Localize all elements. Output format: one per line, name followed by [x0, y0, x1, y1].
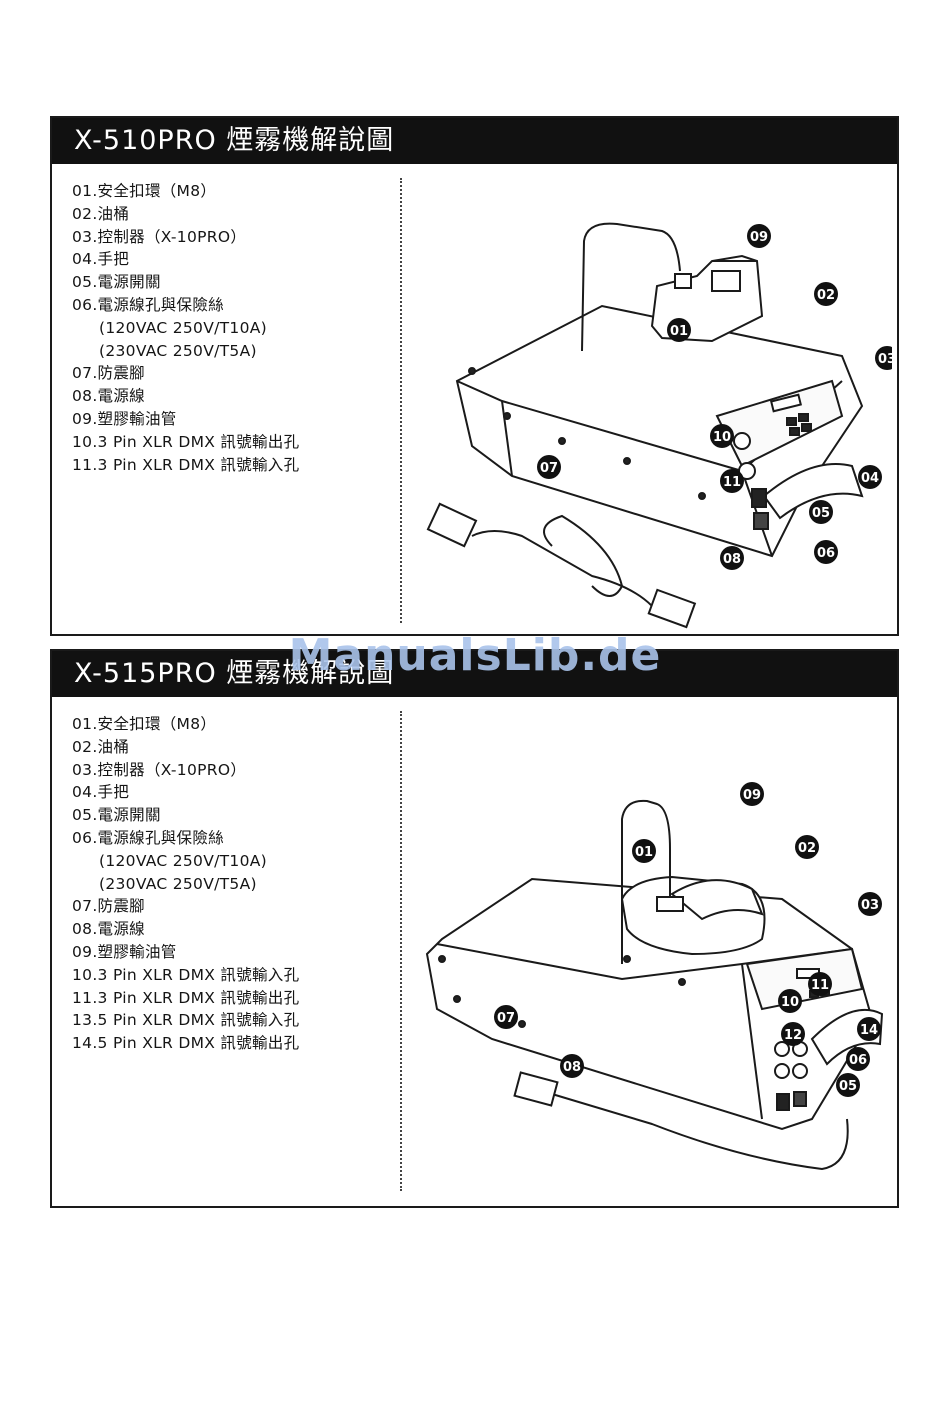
callout-label: 14: [860, 1023, 878, 1038]
callout-label: 09: [750, 230, 768, 245]
callout-label: 10: [781, 995, 799, 1010]
part-item: 08.電源線: [72, 920, 145, 939]
part-subitem: (230VAC 250V/T5A): [99, 874, 257, 893]
part-item: 08.電源線: [72, 387, 145, 406]
callout-label: 04: [861, 471, 879, 486]
part-item: 13.5 Pin XLR DMX 訊號輸入孔: [72, 1011, 300, 1030]
callout-label: 05: [839, 1079, 857, 1094]
callout-label: 12: [784, 1028, 802, 1043]
callout-label: 11: [811, 978, 829, 993]
callout-label: 10: [713, 430, 731, 445]
part-item: 03.控制器（X-10PRO）: [72, 227, 247, 246]
callout-label: 08: [723, 552, 741, 567]
part-item: 01.安全扣環（M8）: [72, 715, 217, 733]
callout-label: 06: [849, 1053, 867, 1068]
panel-title: X-515PRO 煙霧機解說圖: [52, 651, 897, 697]
part-subitem: (230VAC 250V/T5A): [99, 341, 257, 360]
dotted-divider: [400, 711, 402, 1191]
part-item: 09.塑膠輸油管: [72, 942, 177, 961]
callout-label: 08: [563, 1060, 581, 1075]
part-item: 02.油桶: [72, 204, 130, 223]
part-item: 06.電源線孔與保險絲: [72, 295, 224, 314]
callout-label: 01: [635, 845, 653, 860]
part-item: 04.手把: [72, 783, 130, 802]
watermark: ManualsLib.de: [288, 630, 662, 681]
part-item: 03.控制器（X-10PRO）: [72, 760, 247, 779]
callout-label: 06: [817, 546, 835, 561]
part-item: 11.3 Pin XLR DMX 訊號輸出孔: [72, 988, 300, 1007]
part-item: 02.油桶: [72, 737, 130, 756]
callout-label: 11: [723, 475, 741, 490]
part-item: 07.防震腳: [72, 897, 145, 916]
callout-label: 09: [743, 788, 761, 803]
callout-label: 02: [817, 288, 835, 303]
callout-label: 07: [540, 461, 558, 476]
panel-x510pro: X-510PRO 煙霧機解說圖 01.安全扣環（M8） 02.油桶 03.控制器…: [50, 116, 899, 636]
part-item: 07.防震腳: [72, 364, 145, 383]
callout-label: 03: [878, 352, 892, 367]
part-subitem: (120VAC 250V/T10A): [99, 318, 267, 337]
panel-x515pro: X-515PRO 煙霧機解說圖 01.安全扣環（M8） 02.油桶 03.控制器…: [50, 649, 899, 1208]
callout-label: 02: [798, 841, 816, 856]
fog-machine-diagram: 09 02 01 03 10 11 04 07 05 06 08: [426, 222, 892, 629]
parts-list: 01.安全扣環（M8） 02.油桶 03.控制器（X-10PRO） 04.手把 …: [72, 180, 299, 476]
part-item: 05.電源開關: [72, 806, 161, 825]
panel-title: X-510PRO 煙霧機解說圖: [52, 118, 897, 164]
part-subitem: (120VAC 250V/T10A): [99, 851, 267, 870]
part-item: 04.手把: [72, 250, 130, 269]
part-item: 09.塑膠輸油管: [72, 409, 177, 428]
fog-machine-diagram: 09 01 02 03 11 10 12 14 04 07 06 08 05: [425, 782, 884, 1171]
part-item: 10.3 Pin XLR DMX 訊號輸入孔: [72, 965, 300, 984]
part-item: 01.安全扣環（M8）: [72, 182, 217, 200]
callout-label: 07: [497, 1011, 515, 1026]
dotted-divider: [400, 178, 402, 623]
callout-label: 01: [670, 324, 688, 339]
part-item: 06.電源線孔與保險絲: [72, 828, 224, 847]
part-item: 14.5 Pin XLR DMX 訊號輸出孔: [72, 1034, 300, 1053]
part-item: 05.電源開關: [72, 273, 161, 292]
part-item: 10.3 Pin XLR DMX 訊號輸出孔: [72, 432, 300, 451]
parts-list: 01.安全扣環（M8） 02.油桶 03.控制器（X-10PRO） 04.手把 …: [72, 713, 299, 1055]
callout-label: 03: [861, 898, 879, 913]
callout-label: 05: [812, 506, 830, 521]
part-item: 11.3 Pin XLR DMX 訊號輸入孔: [72, 455, 300, 474]
